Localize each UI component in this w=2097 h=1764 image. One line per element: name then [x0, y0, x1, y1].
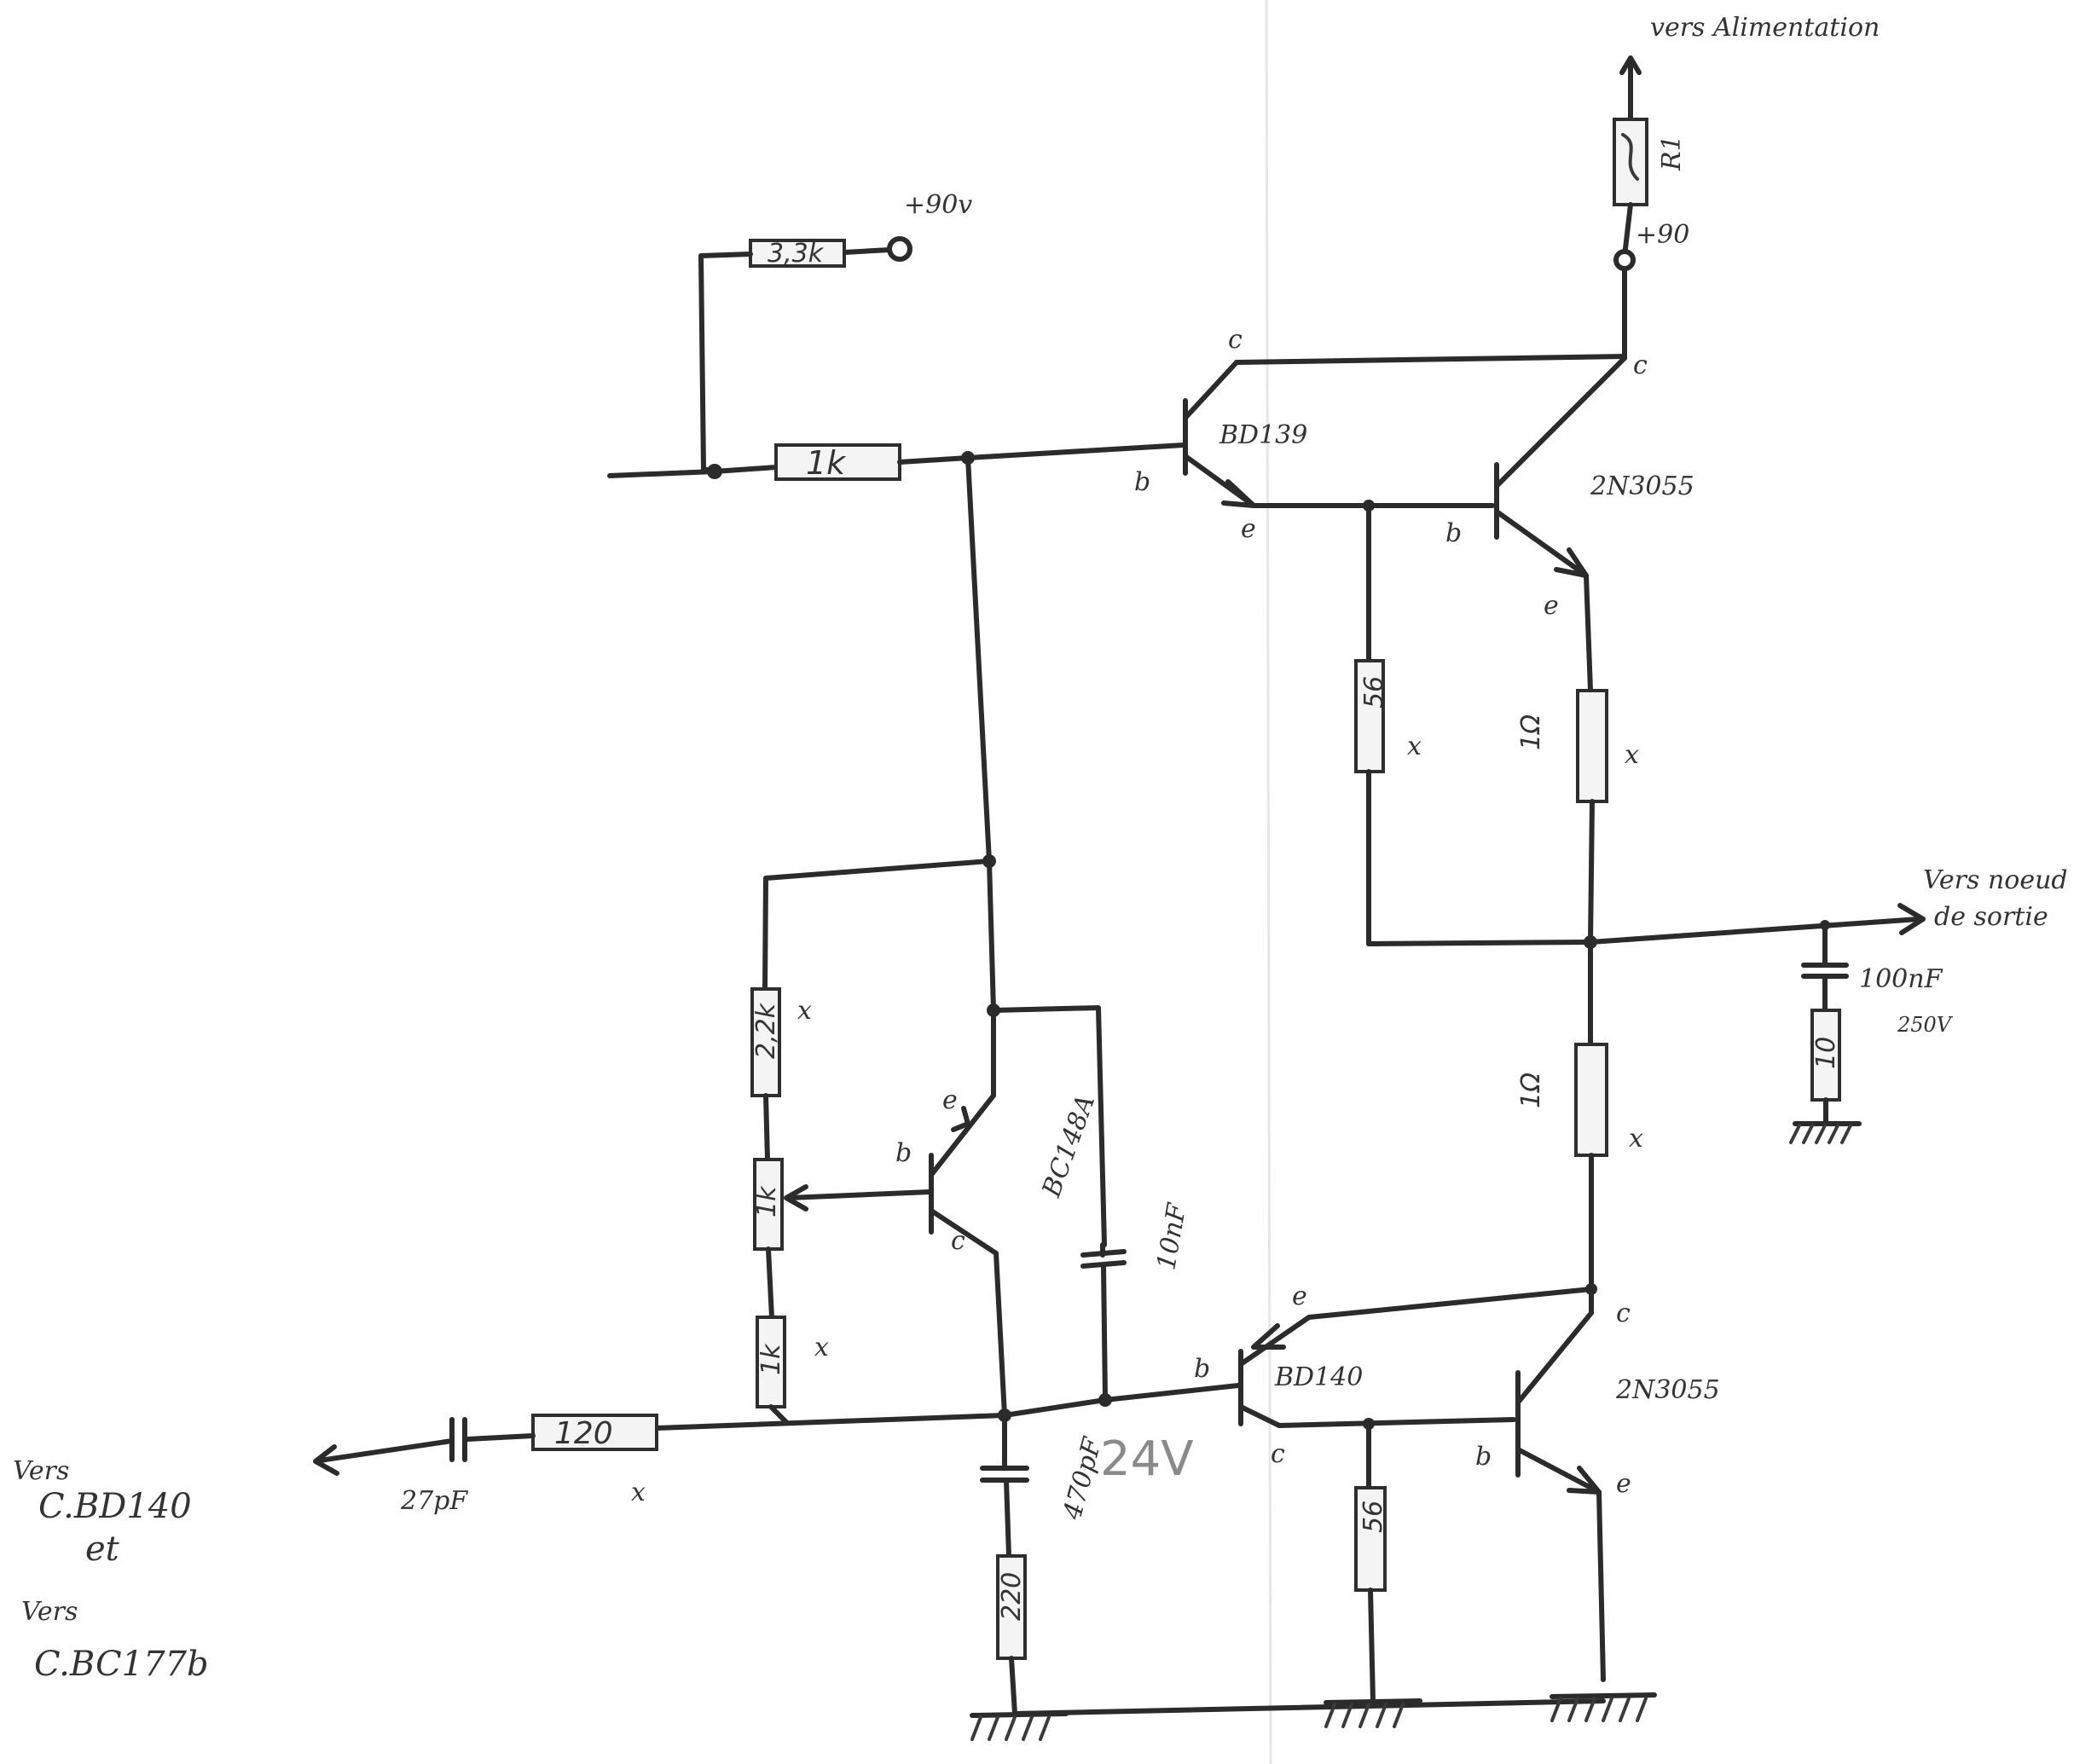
label-2n3055-bottom-c: c [1616, 1298, 1631, 1328]
label-vers-alimentation: vers Alimentation [1650, 13, 1880, 43]
label-bd140-b: b [1194, 1354, 1210, 1384]
resistor-220 [996, 1554, 1027, 1660]
input-network-section: 120 x 27pF 470pF 220 24V Vers C.BD140 et… [13, 1383, 1241, 1716]
label-2n3055-top-b: b [1445, 518, 1462, 548]
label-plus90-top: +90 [1636, 220, 1689, 250]
label-c-bd140: C.BD140 [38, 1487, 192, 1526]
label-cap-10nf: 10nF [1151, 1200, 1192, 1272]
label-r220: 220 [997, 1572, 1027, 1621]
label-r2k2: 2,2k [751, 1002, 781, 1059]
label-bc148a: BC148A [1036, 1091, 1101, 1202]
label-bd139-c: c [1228, 325, 1243, 355]
label-2n3055-bottom: 2N3055 [1615, 1375, 1720, 1405]
label-cap-27pf: 27pF [400, 1486, 468, 1516]
resistor-3k3 [749, 239, 846, 268]
label-r1: R1 [1657, 135, 1687, 171]
lower-output-section: BD140 e b c 2N3055 c b e 56 [970, 1281, 1720, 1741]
vbe-multiplier-section: 2,2k x 1k 1k x BC148A e b c 10nF [750, 987, 1193, 1425]
label-r1ohm-bottom-val: 1Ω [1516, 1073, 1546, 1108]
terminal-plus90v [887, 236, 912, 262]
paper-fold-line [1265, 0, 1272, 1764]
mark-x-r2k2: x [797, 996, 812, 1026]
label-bc148a-b: b [895, 1138, 912, 1168]
resistor-1ohm-bottom [1574, 1043, 1608, 1157]
resistor-1k-top [774, 443, 901, 481]
resistor-10 [1810, 1009, 1841, 1102]
resistor-1ohm-top [1576, 689, 1608, 803]
label-vers-1: Vers [13, 1456, 69, 1486]
ground-symbol-left [970, 1711, 1069, 1741]
label-r3k3: 3,3k [768, 239, 825, 269]
resistor-1k-low [756, 1316, 786, 1408]
label-bc148a-e: e [942, 1085, 958, 1115]
label-c-bc177b: C.BC177b [34, 1645, 209, 1684]
label-2n3055-top-c: c [1633, 350, 1648, 380]
label-cap-100nf-volt: 250V [1897, 1013, 1954, 1037]
mark-x-r1k-low: x [814, 1333, 829, 1362]
label-bd140-e: e [1292, 1281, 1307, 1311]
label-24v: 24V [1100, 1431, 1194, 1487]
label-vers-2: Vers [21, 1597, 78, 1627]
ground-symbol-middle [1324, 1698, 1422, 1728]
label-2n3055-bottom-b: b [1475, 1442, 1492, 1472]
label-plus90v: +90v [904, 190, 972, 220]
resistor-56-bottom [1354, 1486, 1387, 1592]
label-r1k-top: 1k [806, 444, 847, 482]
label-bd140: BD140 [1274, 1362, 1363, 1392]
label-pot-1k: 1k [752, 1185, 782, 1217]
capacitor-10nf-plate1 [1080, 1249, 1127, 1258]
label-r1k-low: 1k [756, 1343, 786, 1375]
label-et: et [85, 1530, 120, 1569]
label-r10: 10 [1811, 1037, 1841, 1069]
ground-symbol-right [1550, 1692, 1657, 1722]
label-bd139: BD139 [1219, 420, 1307, 450]
label-bd139-e: e [1241, 514, 1256, 544]
potentiometer-1k [753, 1158, 784, 1251]
mark-x-r1ohm-bottom: x [1629, 1124, 1643, 1154]
ground-bus [1012, 1698, 1606, 1716]
label-r56-bottom: 56 [1358, 1501, 1388, 1533]
label-de-sortie: de sortie [1934, 902, 2048, 932]
label-2n3055-top: 2N3055 [1590, 471, 1694, 501]
label-bd140-c: c [1271, 1439, 1285, 1469]
label-cap-100nf: 100nF [1859, 964, 1943, 994]
resistor-120 [531, 1414, 658, 1451]
pot-wiper [786, 1189, 932, 1200]
label-vers-noeud: Vers noeud [1923, 865, 2068, 895]
label-2n3055-top-e: e [1544, 591, 1559, 621]
mark-x-r120: x [631, 1478, 646, 1507]
label-r56-top: 56 [1359, 676, 1389, 708]
top-supply-section: vers Alimentation R1 +90 c c BD139 b e 2… [1134, 13, 2068, 1295]
label-r120: 120 [554, 1416, 613, 1451]
bias-input-section: +90v 3,3k 1k [607, 190, 1186, 1247]
label-2n3055-bottom-e: e [1616, 1469, 1631, 1499]
label-bd139-b: b [1134, 467, 1150, 497]
label-bc148a-c: c [951, 1226, 965, 1256]
label-r1ohm-top-val: 1Ω [1516, 714, 1546, 750]
mark-x-r56-top: x [1407, 732, 1422, 761]
ground-symbol-zobel [1789, 1121, 1862, 1144]
mark-x-r1ohm-top: x [1625, 740, 1639, 770]
